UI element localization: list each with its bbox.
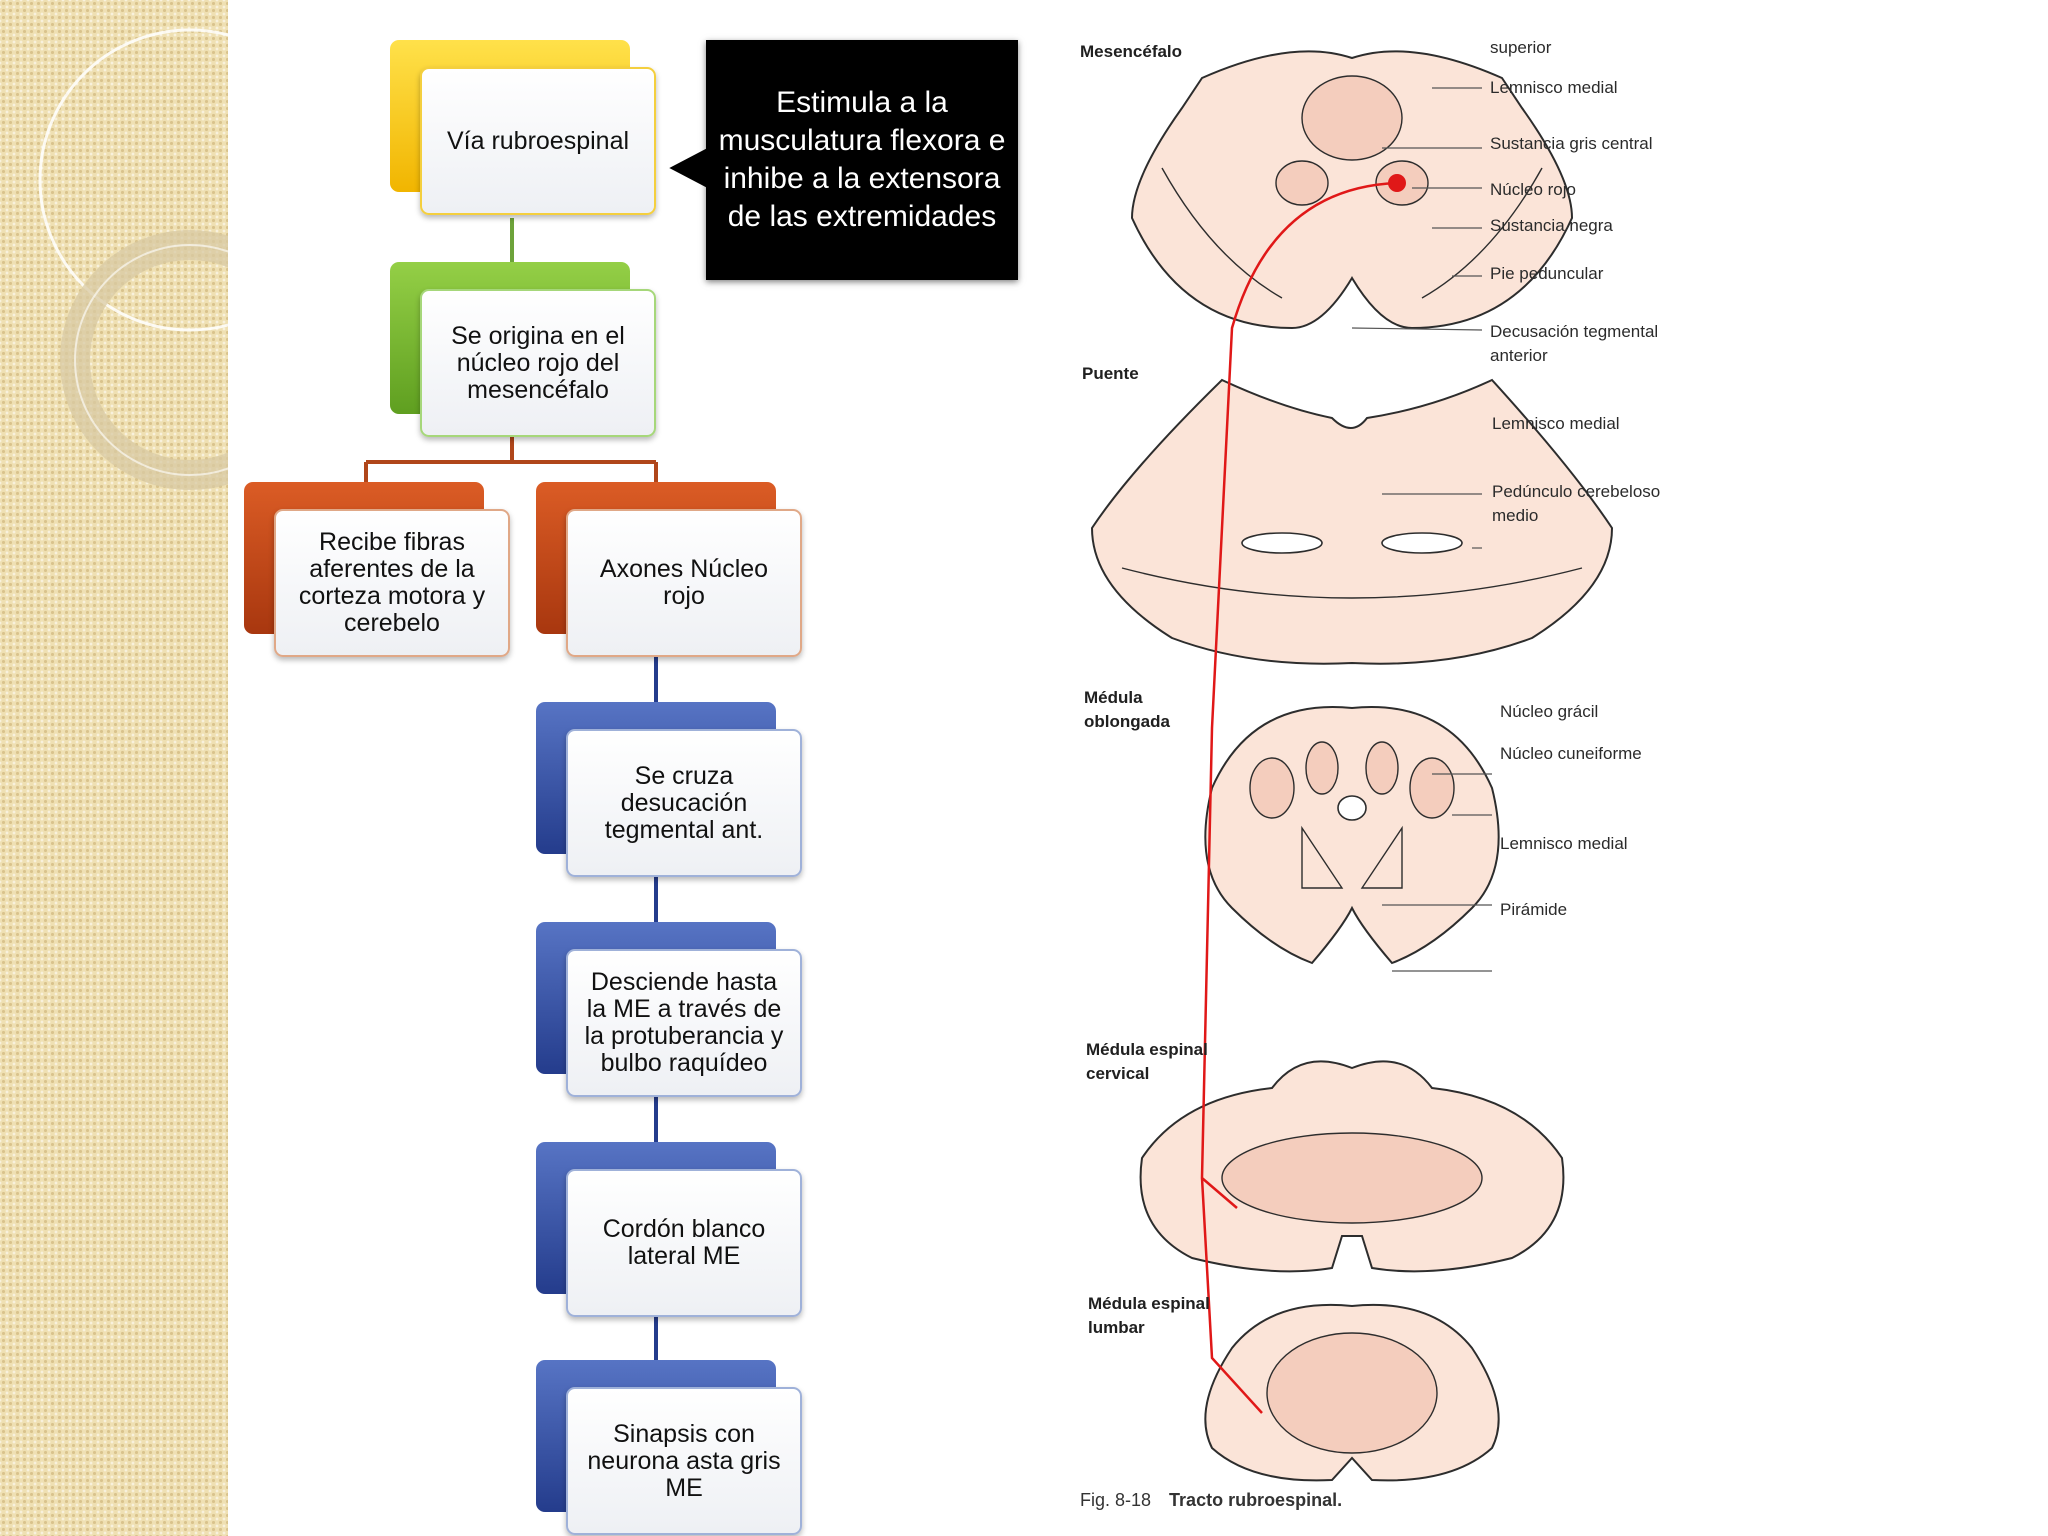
label-superior: superior <box>1490 38 1552 57</box>
label-middle-cerebellar-peduncle: Pedúnculo cerebeloso medio <box>1492 482 1661 525</box>
label-lumbar-cord: Médula espinal lumbar <box>1088 1294 1210 1337</box>
function-note-text: Estimula a la musculatura flexora e inhi… <box>718 86 1006 233</box>
label-gracile-nucleus: Núcleo grácil <box>1500 702 1599 721</box>
figure-caption-title: Tracto rubroespinal. <box>1169 1490 1343 1510</box>
function-note: Estimula a la musculatura flexora e inhi… <box>706 40 1018 280</box>
decorative-sidebar <box>0 0 228 1536</box>
card-synapse-text: Sinapsis con neurona asta gris ME <box>587 1419 781 1502</box>
label-mesencephalon: Mesencéfalo <box>1080 42 1183 61</box>
figure-caption-number: Fig. 8-18 <box>1080 1490 1152 1510</box>
label-substantia-nigra: Sustancia negra <box>1490 216 1613 235</box>
label-medulla-oblongata: Médula oblongada <box>1084 688 1170 731</box>
label-pyramid: Pirámide <box>1500 900 1568 919</box>
card-axons-text: Axones Núcleo rojo <box>599 555 769 610</box>
card-descent-text: Desciende hasta la ME a través de la pro… <box>584 968 784 1077</box>
label-medial-lemniscus-3: Lemnisco medial <box>1500 834 1628 853</box>
label-medial-lemniscus-2: Lemnisco medial <box>1492 414 1620 433</box>
card-afferent-text: Recibe fibras aferentes de la corteza mo… <box>298 528 486 637</box>
label-central-gray: Sustancia gris central <box>1490 134 1653 153</box>
label-cerebral-peduncle: Pie peduncular <box>1490 264 1604 283</box>
label-cuneate-nucleus: Núcleo cuneiforme <box>1500 744 1642 763</box>
card-crossing-text: Se cruza desucación tegmental ant. <box>604 761 764 844</box>
flowchart-connectors <box>364 218 658 1364</box>
arrow-left-icon <box>664 143 710 193</box>
label-tegmental-decussation: Decusación tegmental anterior <box>1490 322 1659 365</box>
figure-caption: Fig. 8-18 Tracto rubroespinal. <box>1080 1490 1342 1511</box>
brainstem-sections-drawing <box>1090 50 1614 1482</box>
card-origin-text: Se origina en el núcleo rojo del mesencé… <box>451 321 625 404</box>
card-rubrospinal-text: Vía rubroespinal <box>446 126 630 155</box>
rubrospinal-figure: Mesencéfalo Puente Médula oblongada Médu… <box>1052 28 1860 1511</box>
label-medial-lemniscus-1: Lemnisco medial <box>1490 78 1618 97</box>
label-red-nucleus: Núcleo rojo <box>1490 180 1576 199</box>
label-pons: Puente <box>1082 364 1139 383</box>
card-lateral-cord-text: Cordón blanco lateral ME <box>602 1215 766 1270</box>
decorative-rings <box>38 28 228 490</box>
label-cervical-cord: Médula espinal cervical <box>1086 1040 1208 1083</box>
